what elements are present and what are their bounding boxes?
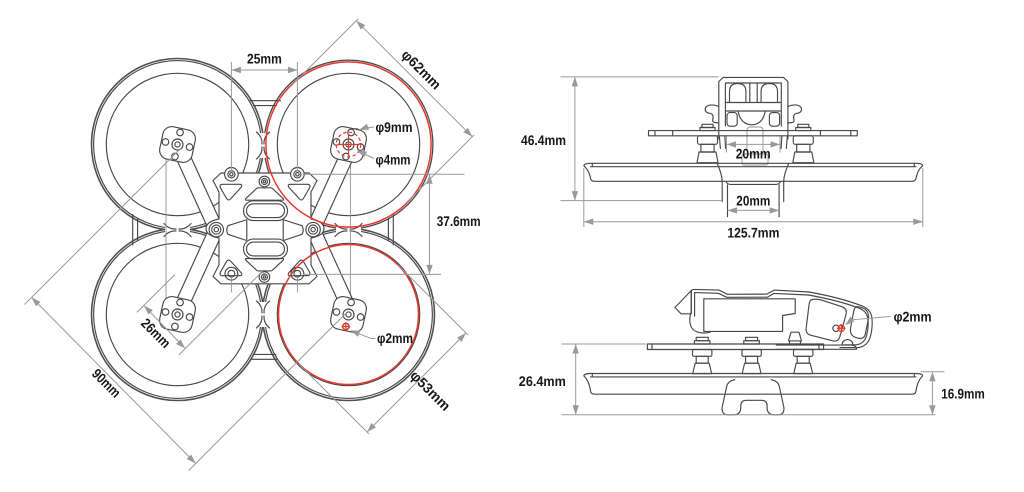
svg-text:φ2mm: φ2mm: [377, 330, 413, 346]
svg-text:φ2mm: φ2mm: [894, 309, 932, 325]
svg-text:φ9mm: φ9mm: [376, 119, 413, 135]
svg-text:φ4mm: φ4mm: [376, 152, 411, 168]
svg-text:20mm: 20mm: [736, 193, 770, 209]
svg-text:16.9mm: 16.9mm: [941, 386, 985, 402]
svg-text:26.4mm: 26.4mm: [519, 373, 566, 389]
svg-text:20mm: 20mm: [736, 145, 771, 161]
svg-text:46.4mm: 46.4mm: [521, 132, 566, 148]
svg-text:25mm: 25mm: [247, 51, 282, 67]
svg-text:125.7mm: 125.7mm: [727, 225, 779, 241]
svg-text:37.6mm: 37.6mm: [437, 213, 481, 229]
